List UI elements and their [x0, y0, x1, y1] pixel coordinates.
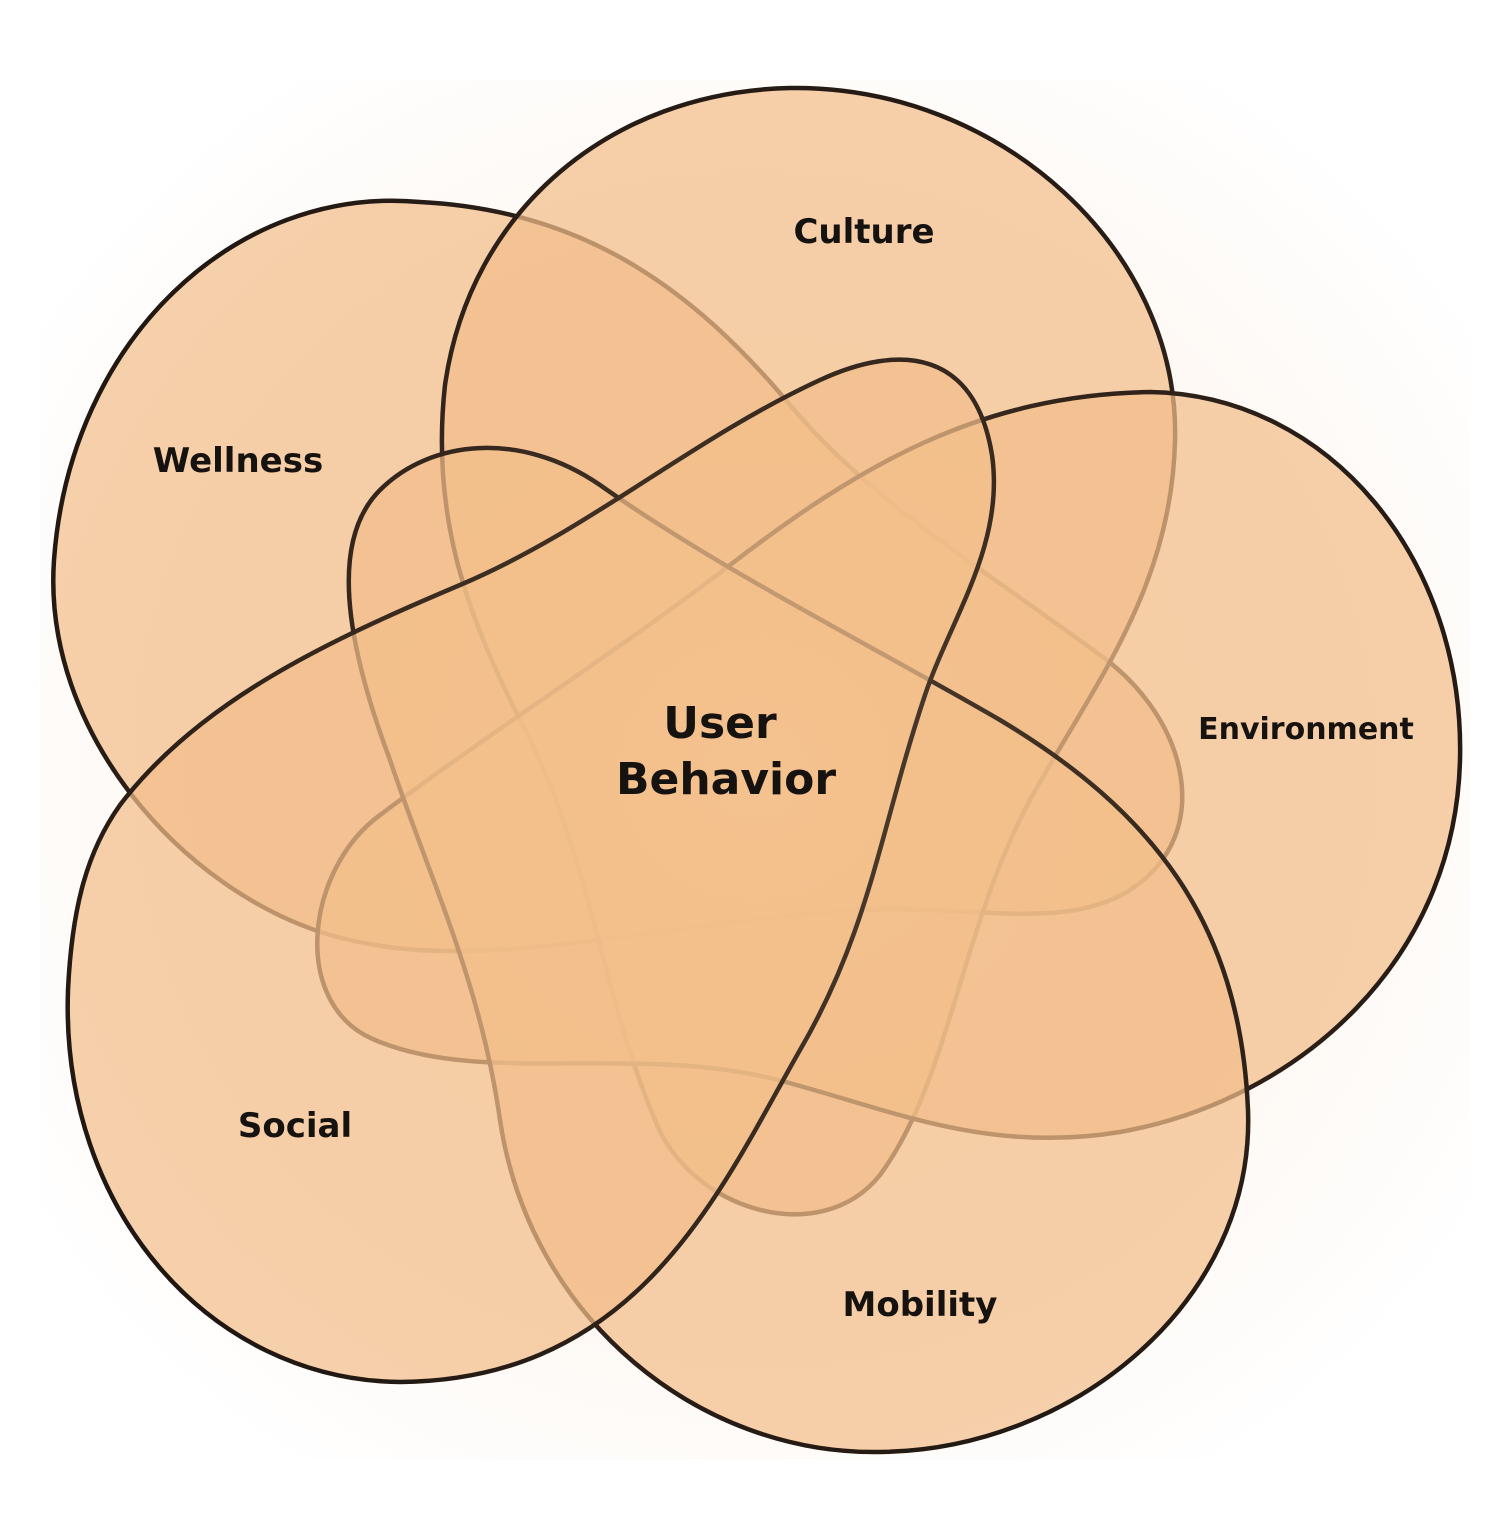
label-environment: Environment	[1198, 712, 1414, 747]
center-label-line1: User	[663, 698, 777, 749]
label-social: Social	[238, 1106, 352, 1146]
set-labels: Wellness Culture Environment Mobility So…	[153, 212, 1414, 1325]
label-wellness: Wellness	[153, 441, 323, 481]
center-label-line2: Behavior	[616, 754, 836, 805]
label-mobility: Mobility	[843, 1285, 998, 1325]
label-culture: Culture	[793, 212, 934, 252]
